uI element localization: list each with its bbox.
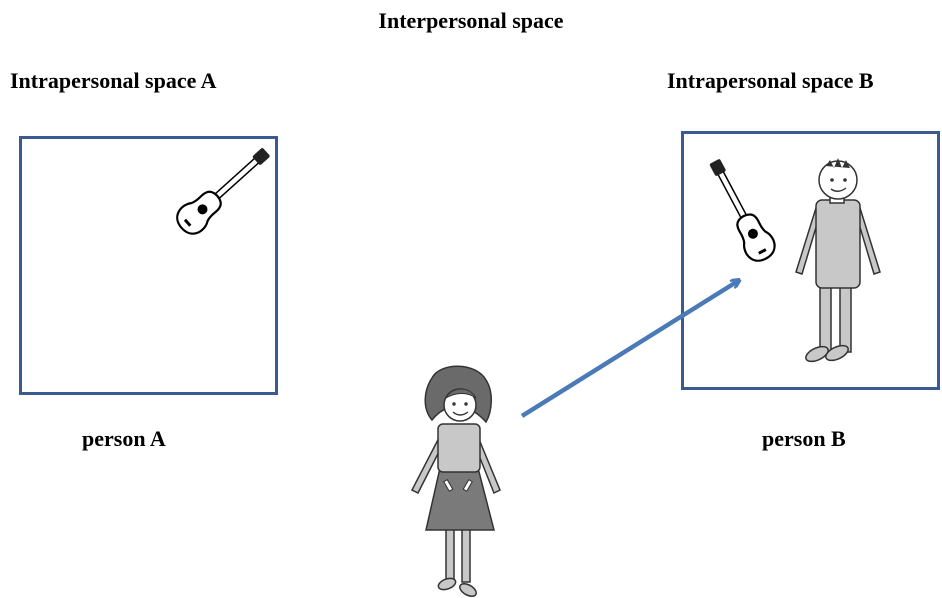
person-a-label: person A xyxy=(82,426,166,451)
intrapersonal-space-a-box xyxy=(19,136,278,395)
intrapersonal-space-b-box xyxy=(681,131,940,390)
diagram-title: Interpersonal space xyxy=(378,8,564,33)
intrapersonal-space-a-label: Intrapersonal space A xyxy=(10,68,217,93)
intrapersonal-space-b-label: Intrapersonal space B xyxy=(667,68,874,93)
person-b-label: person B xyxy=(762,426,846,451)
